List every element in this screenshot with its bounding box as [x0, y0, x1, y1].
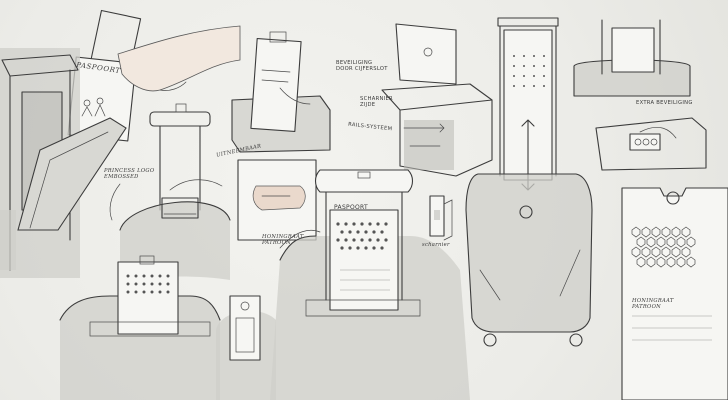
annotation-hinge-small: scharnier [422, 242, 450, 248]
annotation-honeycomb-center: HONINGRAAT PATROON [262, 234, 304, 247]
hinge-box-sketch [381, 23, 493, 177]
passport-holder-sketch [270, 169, 470, 400]
annotation-princess-logo: PRINCESS LOGO EMBOSSED [104, 168, 155, 181]
suitcase-side-sketch [0, 48, 127, 278]
holder-dots [336, 222, 388, 250]
hand-passport-sketch [67, 9, 241, 142]
person-icons [81, 97, 106, 117]
combination-lock-sketch [595, 117, 707, 171]
annotation-passport-holder: PASPOORT [334, 204, 369, 211]
arrows [109, 87, 677, 249]
annotation-hinge-side: SCHARNIER ZIJDE [360, 96, 393, 109]
trolley-handle-sketch [119, 103, 231, 282]
top-handle-sketch [573, 19, 691, 97]
hand-slide-sketch [237, 159, 317, 241]
small-panel-sketch [216, 295, 276, 400]
honeycomb-pattern [631, 226, 696, 268]
holder-grid-dots [126, 274, 170, 294]
small-hinge-sketch [429, 195, 453, 241]
ventilation-dots [513, 55, 545, 87]
suitcase-top-holder-sketch [59, 255, 221, 400]
honeycomb-panel-sketch [621, 187, 728, 400]
annotation-honeycomb-right: HONINGRAAT PATROON [632, 298, 674, 311]
removable-holder-sketch [231, 31, 331, 153]
annotation-extra-security: EXTRA BEVEILIGING [636, 100, 693, 106]
suitcase-front-sketch [465, 17, 593, 347]
annotation-security: BEVEILIGING DOOR CIJFERSLOT [336, 60, 388, 73]
